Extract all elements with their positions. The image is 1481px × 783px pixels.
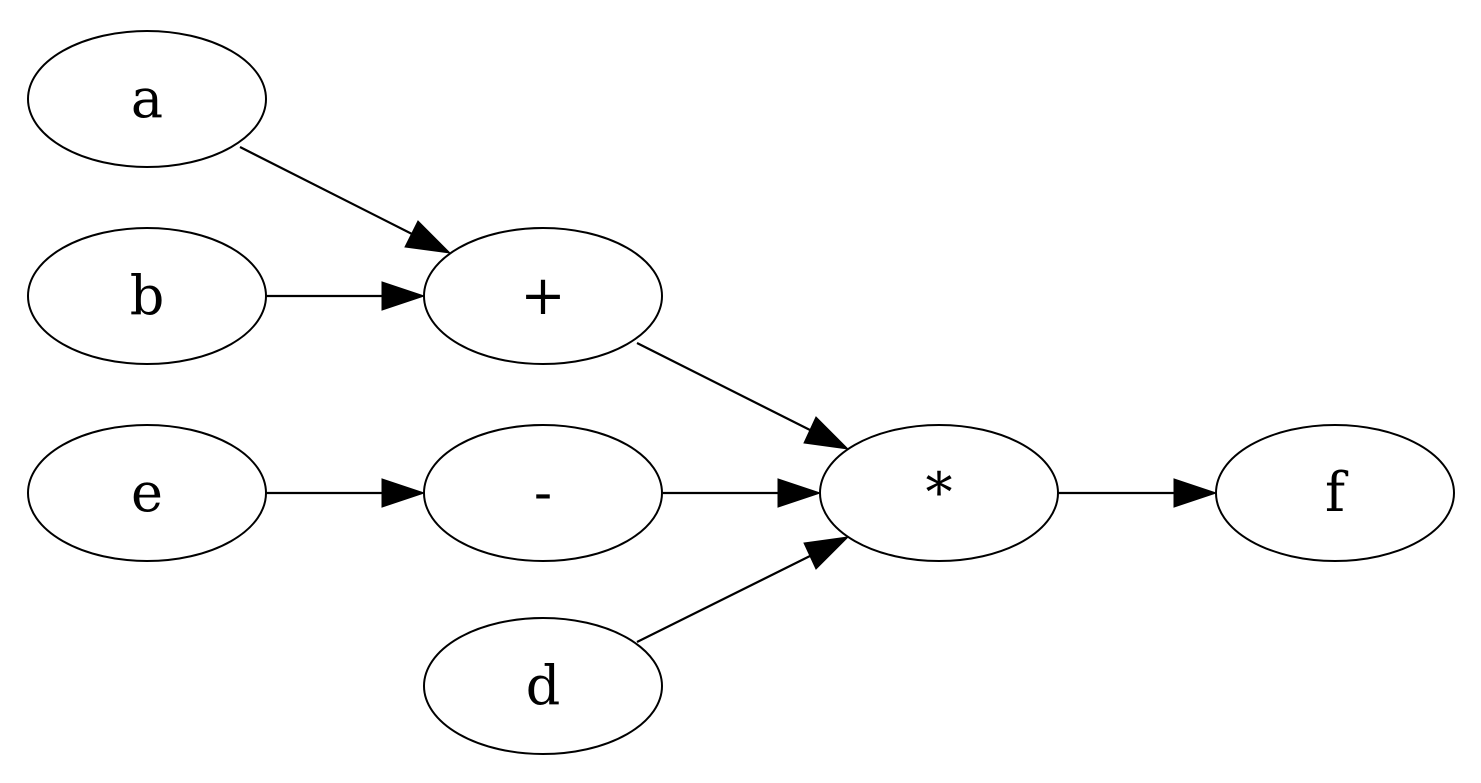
edge-plus-to-mul <box>636 342 850 450</box>
edge-d-to-mul <box>636 536 850 643</box>
edge-e-to-minus <box>266 478 426 508</box>
node-a: a <box>27 30 267 168</box>
edges <box>239 146 1218 643</box>
node-e: e <box>27 424 267 562</box>
nodes: a b + e - * f d <box>27 30 1455 755</box>
node-d: d <box>423 617 663 755</box>
edge-b-to-plus <box>266 281 426 311</box>
node-label-minus: - <box>534 461 552 524</box>
edge-mul-to-f <box>1058 478 1218 508</box>
node-label-plus: + <box>520 264 565 327</box>
node-label-a: a <box>131 67 163 130</box>
node-label-b: b <box>130 264 165 327</box>
node-plus: + <box>423 227 663 365</box>
node-f: f <box>1215 424 1455 562</box>
node-minus: - <box>423 424 663 562</box>
edge-minus-to-mul <box>663 478 822 508</box>
node-label-mul: * <box>926 461 953 524</box>
node-label-e: e <box>131 461 163 524</box>
edge-a-to-plus <box>239 146 452 254</box>
node-mul: * <box>819 424 1059 562</box>
node-label-d: d <box>526 654 561 717</box>
node-b: b <box>27 227 267 365</box>
